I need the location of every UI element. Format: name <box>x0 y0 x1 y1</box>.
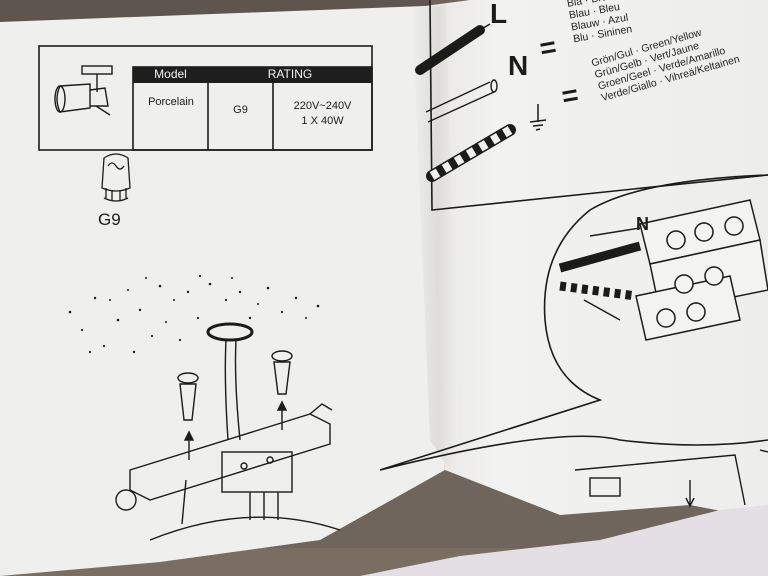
spine-fold <box>412 6 458 470</box>
terminal-block-diagram <box>558 199 768 341</box>
earth-ground-icon <box>529 104 547 131</box>
terminal-neutral-label: N <box>636 214 649 234</box>
neutral-symbol: N <box>508 50 529 81</box>
g9-bulb-icon <box>101 153 131 202</box>
lamp-fixture-icon <box>54 65 113 116</box>
bulb-code-label: G9 <box>98 210 121 229</box>
live-symbol: L <box>490 0 508 29</box>
lower-right-drawing <box>574 449 768 508</box>
mounting-assembly-diagram <box>115 322 341 541</box>
left-page <box>0 6 445 576</box>
live-wire-icon <box>415 23 491 75</box>
spec-cell-wattage: 1 X 40W <box>301 115 344 127</box>
terminal-block-callout <box>379 174 768 471</box>
spec-cell-socket: G9 <box>233 104 248 116</box>
ceiling-dust-dots <box>68 274 320 354</box>
backing-box-edge <box>360 505 768 576</box>
spec-cell-material: Porcelain <box>148 96 194 108</box>
spec-cell-voltage: 220V~240V <box>293 100 352 112</box>
spec-header-rating: RATING <box>267 67 313 81</box>
spec-table-header-bar <box>133 67 372 83</box>
neutral-wire-icon <box>425 79 498 123</box>
spec-header-model: Model <box>154 67 187 81</box>
earth-wire-icon <box>426 124 516 182</box>
